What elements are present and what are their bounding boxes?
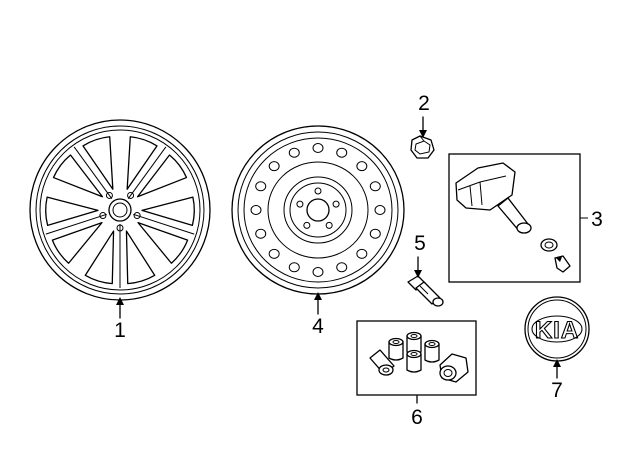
alloy-wheel-window — [136, 154, 188, 198]
lug-nut-bore — [392, 340, 400, 344]
steel-wheel-vent-hole — [356, 248, 368, 259]
steel-wheel-vent-hole — [268, 161, 280, 172]
alloy-wheel-lug-hole — [116, 224, 124, 232]
steel-wheel-vent-hole — [255, 181, 267, 192]
alloy-wheel-lug-holes — [99, 191, 141, 232]
lug-nut-body — [388, 341, 404, 361]
callout-2-label: 2 — [418, 92, 430, 115]
callout-2-group: 2 — [418, 92, 430, 138]
steel-wheel-vent-hole — [312, 267, 324, 277]
wheel-lock-nut — [439, 353, 469, 383]
callout-7-label: 7 — [551, 379, 563, 402]
alloy-wheel-window — [137, 221, 189, 264]
alloy-wheel-spokes — [45, 136, 195, 288]
steel-wheel-lug-hole — [303, 221, 311, 229]
lug-nut-body — [406, 353, 422, 373]
alloy-wheel-window — [82, 136, 114, 190]
steel-wheel-vent-hole — [288, 262, 300, 273]
lug-nut-bore — [410, 334, 418, 338]
callout-5-group: 5 — [414, 232, 426, 278]
alloy-wheel-lug-hole — [105, 191, 113, 199]
callout-6-group: 6 — [411, 395, 423, 429]
callout-4-group: 4 — [312, 292, 324, 338]
alloy-wheel-window — [141, 196, 195, 227]
steel-wheel-vent-hole — [369, 181, 381, 192]
steel-wheel-vent-hole — [288, 147, 300, 158]
steel-wheel[interactable] — [231, 125, 405, 295]
alloy-wheel-window — [125, 230, 156, 285]
steel-wheel-vent-hole — [336, 262, 348, 273]
steel-wheel-vent-hole — [336, 147, 348, 158]
steel-wheel-vent-hole — [255, 228, 267, 239]
lug-nut — [424, 339, 440, 363]
callout-1-group: 1 — [114, 297, 126, 342]
callout-4-label: 4 — [312, 315, 324, 338]
callout-7-group: 7 — [551, 359, 563, 402]
valve-stem[interactable] — [407, 275, 444, 307]
alloy-wheel-window — [45, 196, 99, 227]
valve-cap[interactable] — [410, 135, 435, 159]
lug-nut-set — [388, 331, 440, 373]
steel-wheel-vent-hole — [369, 228, 381, 239]
lug-nut-top — [406, 331, 422, 341]
alloy-wheel-spoke-ridge — [127, 146, 167, 199]
steel-wheel-vent-hole — [268, 248, 280, 259]
alloy-wheel-spoke-ridge — [133, 213, 195, 235]
alloy-wheel-window — [126, 136, 158, 190]
tpms-sensor-box[interactable] — [448, 153, 588, 283]
callout-5-label: 5 — [414, 232, 426, 255]
lug-nut-top — [424, 339, 440, 349]
alloy-wheel-lug-hole — [133, 212, 141, 220]
alloy-wheel-lug-hole — [127, 191, 135, 199]
steel-wheel-vent-hole — [356, 161, 368, 172]
steel-wheel-lug-hole — [296, 200, 304, 208]
lug-nut — [406, 349, 422, 373]
alloy-wheel-spoke-ridge — [45, 213, 107, 235]
center-cap-logo: KIA — [535, 317, 579, 344]
lug-nut-top — [388, 337, 404, 347]
lug-nut-body — [424, 343, 440, 363]
alloy-wheel-window — [52, 154, 104, 198]
lug-nut — [388, 337, 404, 361]
lug-nut-bore — [428, 342, 436, 346]
lug-nuts-box[interactable] — [356, 320, 477, 396]
alloy-wheel[interactable] — [29, 119, 211, 301]
alloy-wheel-window — [51, 221, 103, 264]
alloy-wheel-window — [84, 230, 115, 285]
callout-6-label: 6 — [411, 406, 423, 429]
callout-3-group: 3 — [591, 208, 603, 231]
steel-wheel-lug-hole — [314, 187, 322, 195]
alloy-wheel-spoke-ridge — [73, 146, 113, 199]
steel-wheel-vent-hole — [312, 143, 324, 153]
steel-wheel-vent-hole — [250, 205, 262, 215]
steel-wheel-lug-holes — [296, 187, 340, 229]
center-cap[interactable]: KIA — [524, 296, 590, 362]
steel-wheel-vent-holes — [250, 143, 386, 277]
callout-1-label: 1 — [114, 319, 126, 342]
steel-wheel-lug-hole — [325, 221, 333, 229]
lug-nut-bore — [410, 352, 418, 356]
lug-nut-lying — [369, 349, 395, 376]
steel-wheel-lug-hole — [332, 200, 340, 208]
lug-nut-top — [406, 349, 422, 359]
callout-3-label: 3 — [591, 208, 603, 231]
steel-wheel-vent-hole — [374, 205, 386, 215]
alloy-wheel-lug-hole — [99, 212, 107, 220]
